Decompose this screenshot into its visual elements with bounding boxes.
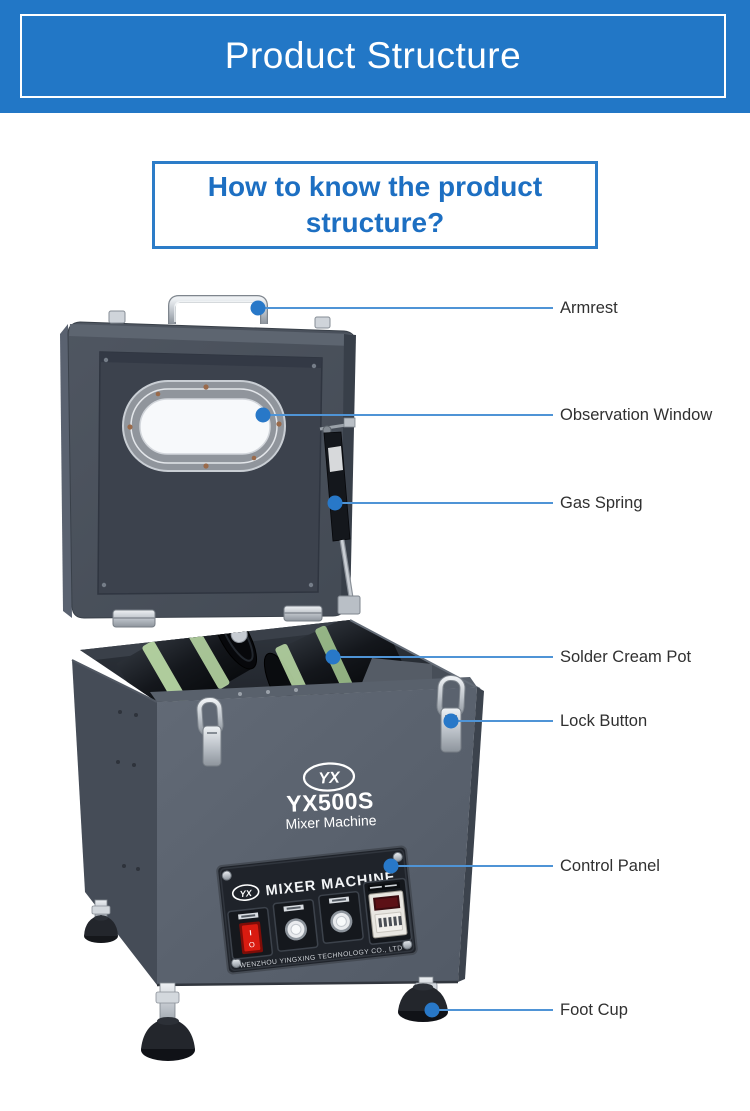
switch-on-label: I xyxy=(249,928,252,937)
callout-lines xyxy=(258,307,553,1011)
timer-controller xyxy=(362,877,413,945)
hinge-hardware xyxy=(112,595,361,628)
box-left-side xyxy=(71,659,158,985)
panel-button-2 xyxy=(318,890,364,944)
panel-button-1 xyxy=(272,898,319,952)
observation-window xyxy=(122,380,286,472)
callout-dots xyxy=(250,300,459,1018)
question-line-1: How to know the product xyxy=(207,171,543,202)
callout-label-control-panel: Control Panel xyxy=(560,857,660,875)
question-line-2: structure? xyxy=(305,207,445,238)
callout-dot-control-panel xyxy=(383,858,399,874)
foot-cup-back-left xyxy=(84,899,118,943)
callout-dot-lock-button xyxy=(443,713,459,729)
header-banner: Product Structure xyxy=(0,0,750,113)
lock-latch-left xyxy=(196,696,224,767)
header-frame: Product Structure xyxy=(20,14,726,98)
callout-label-armrest: Armrest xyxy=(560,299,618,317)
front-branding: YX YX500S Mixer Machine xyxy=(285,762,377,832)
question-box: How to know the product structure? xyxy=(152,161,598,249)
callout-label-foot-cup: Foot Cup xyxy=(560,1001,628,1019)
callout-label-solder-cream-pot: Solder Cream Pot xyxy=(560,648,692,666)
callout-dot-foot-cup xyxy=(424,1002,440,1018)
page-title: Product Structure xyxy=(224,35,522,76)
callout-dot-solder-cream-pot xyxy=(325,649,341,665)
machine-name-text: Mixer Machine xyxy=(285,812,377,832)
panel-logo-text: YX xyxy=(239,888,253,899)
switch-off-label: O xyxy=(248,940,255,950)
machine-model-text: YX500S xyxy=(286,787,374,817)
foot-cup-front-left xyxy=(141,982,195,1061)
callout-dot-armrest xyxy=(250,300,266,316)
callout-label-observation-window: Observation Window xyxy=(560,406,713,424)
callout-label-lock-button: Lock Button xyxy=(560,712,648,730)
callout-label-gas-spring: Gas Spring xyxy=(560,494,643,512)
callout-dot-gas-spring xyxy=(327,495,343,511)
front-logo-text: YX xyxy=(318,770,341,788)
power-switch: I O xyxy=(227,906,274,960)
armrest-handle-icon xyxy=(168,295,268,324)
callout-dot-observation-window xyxy=(255,407,271,423)
